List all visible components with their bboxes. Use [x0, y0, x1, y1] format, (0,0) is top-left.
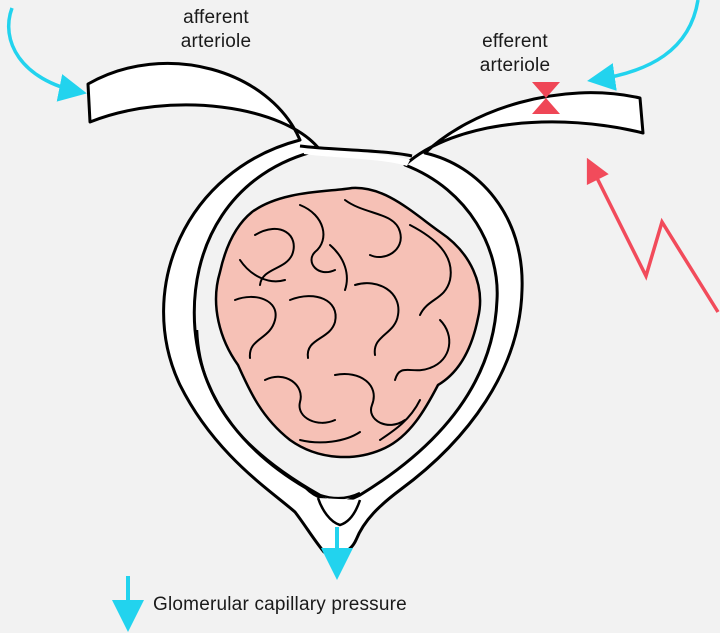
- efferent-arteriole-label: efferent arteriole: [465, 30, 565, 78]
- efferent-flow-arrow-icon: [587, 0, 700, 91]
- junction-mask: [302, 146, 410, 166]
- lightning-arrow-icon: [586, 157, 720, 313]
- efferent-label-line2: arteriole: [479, 55, 551, 76]
- efferent-label-line1: efferent: [482, 31, 548, 52]
- capillary-loops: [234, 199, 452, 444]
- afferent-arteriole-label: afferent arteriole: [166, 6, 266, 54]
- bowman-capsule-inner-line: [195, 329, 361, 500]
- afferent-label-line2: arteriole: [180, 31, 252, 52]
- bowtie-constriction-icon: [532, 82, 560, 114]
- outflow-neck: [316, 497, 362, 527]
- pressure-caption: Glomerular capillary pressure: [153, 594, 407, 615]
- vessel-structure: [86, 62, 645, 555]
- glomerulus-blob: [214, 186, 482, 459]
- junction-line: [299, 144, 413, 158]
- glomerulus-tuft: [214, 186, 482, 459]
- afferent-flow-arrow-icon: [6, 7, 87, 102]
- afferent-label-line1: afferent: [183, 7, 249, 28]
